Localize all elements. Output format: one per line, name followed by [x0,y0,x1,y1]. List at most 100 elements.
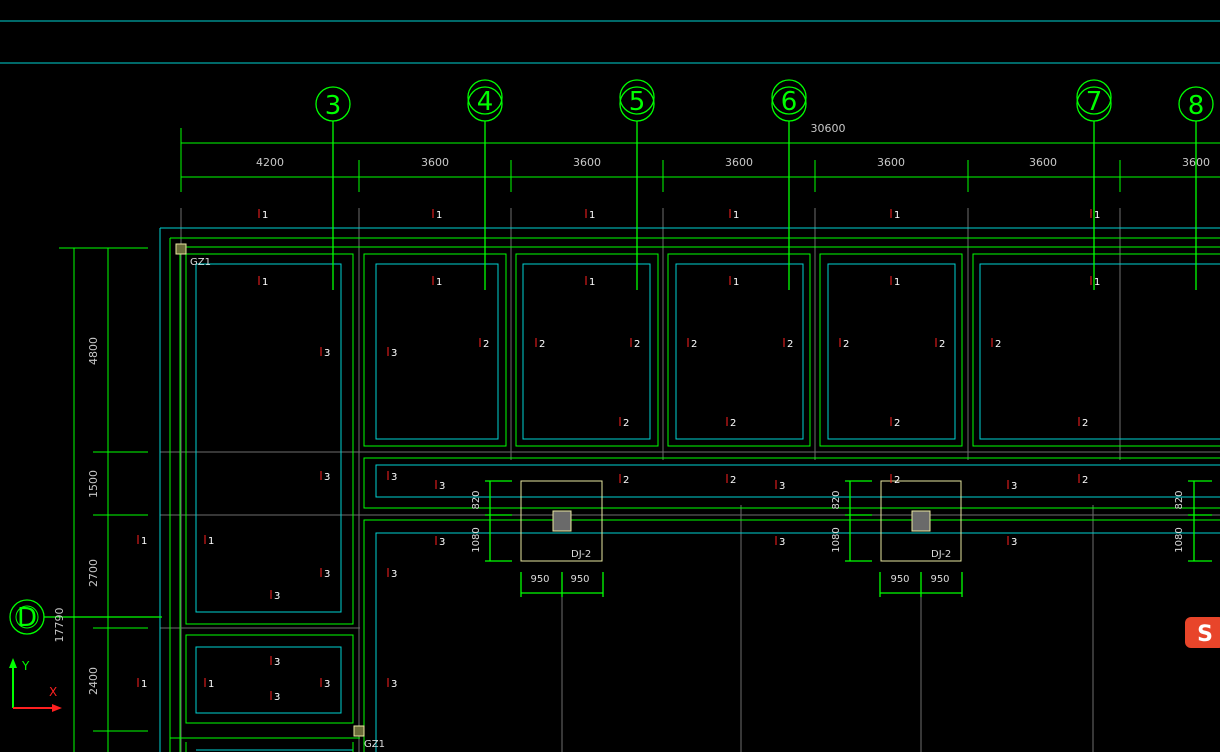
section-marker-number: 3 [324,569,330,580]
dimension-total: 30600 [811,122,846,135]
section-marker: 2 [479,338,489,350]
column-label: GZ1 [364,739,385,750]
section-marker: 1 [258,276,268,288]
section-marker-number: 3 [324,472,330,483]
column-gz1 [175,243,187,255]
section-marker-number: 1 [436,210,442,221]
section-marker: 1 [890,276,900,288]
axis-bubble-7: 7 [1076,79,1112,290]
axis-bubble-3: 3 [315,86,351,290]
dimension-span: 3600 [877,156,905,169]
section-marker: 3 [387,471,397,483]
foundation-dimension-lines [485,480,1212,597]
section-marker: 1 [729,209,739,221]
sogou-ime-logo-icon[interactable]: S [1185,617,1220,648]
foundation-dimension-labels: 820 1080 820 1080 820 1080 950 950 950 9… [471,490,1185,585]
logo-letter: S [1197,622,1213,647]
section-marker-number: 3 [779,537,785,548]
foundation-dj2-left: DJ-2 [520,480,603,562]
section-marker-number: 2 [730,418,736,429]
section-marker-number: 2 [623,418,629,429]
section-marker: 2 [619,474,629,486]
section-marker-number: 2 [939,339,945,350]
axis-bubble-d: D [9,599,162,635]
dimension-span: 2400 [87,667,100,695]
section-marker-number: 3 [1011,537,1017,548]
dimension-label: 820 [471,490,482,509]
grid-lines [160,208,1220,752]
column-markers: GZ1 GZ1 [175,243,385,750]
axis-bubble-8: 8 [1178,86,1214,290]
section-marker-number: 3 [391,569,397,580]
dimension-span: 3600 [1029,156,1057,169]
section-marker-number: 2 [623,475,629,486]
section-marker: 3 [435,536,445,548]
section-marker-number: 3 [391,348,397,359]
section-marker-number: 2 [1082,418,1088,429]
section-marker: 2 [890,417,900,429]
section-marker: 2 [630,338,640,350]
section-marker-number: 2 [730,475,736,486]
section-marker-number: 2 [995,339,1001,350]
drawing-frame-top [0,20,1220,64]
section-marker: 3 [1007,480,1017,492]
section-marker-number: 1 [589,277,595,288]
dimension-label: 820 [1174,490,1185,509]
section-marker-number: 1 [589,210,595,221]
section-marker: 3 [320,568,330,580]
axis-bubble-4: 4 [467,79,503,290]
section-marker-number: 2 [787,339,793,350]
section-marker: 3 [270,590,280,602]
section-marker-number: 3 [324,348,330,359]
dimension-label: 950 [930,574,949,585]
section-marker-number: 1 [208,536,214,547]
axis-label: 3 [325,91,342,121]
section-marker: 1 [204,535,214,547]
section-marker: 3 [387,568,397,580]
dimension-label: 950 [570,574,589,585]
section-marker-number: 2 [634,339,640,350]
section-marker-number: 3 [391,472,397,483]
vertical-dimension-labels: 4800 1500 2700 2400 17790 [53,337,100,695]
section-marker-number: 1 [262,277,268,288]
section-marker: 2 [1078,417,1088,429]
section-marker-number: 1 [262,210,268,221]
section-marker: 2 [726,417,736,429]
section-marker: 2 [619,417,629,429]
foundation-label: DJ-2 [931,549,951,560]
axis-bubbles: 3 4 5 6 7 8 [9,79,1214,635]
section-marker-number: 2 [894,418,900,429]
section-marker: 1 [890,209,900,221]
section-marker-number: 1 [141,679,147,690]
section-marker-number: 3 [439,537,445,548]
section-marker-number: 2 [691,339,697,350]
horizontal-dimension-chain [180,128,1220,192]
section-marker: 2 [839,338,849,350]
axis-label: 7 [1086,87,1103,117]
ucs-y-label: Y [21,659,30,673]
dimension-label: 1080 [831,527,842,552]
dimension-label: 950 [530,574,549,585]
column-gz1 [353,725,365,737]
section-marker: 1 [1090,209,1100,221]
section-marker-number: 3 [324,679,330,690]
section-marker: 1 [137,535,147,547]
section-marker: 2 [991,338,1001,350]
section-marker-number: 3 [1011,481,1017,492]
section-marker: 1 [432,209,442,221]
foundation-dj2-right: DJ-2 [880,480,962,562]
dimension-span: 4200 [256,156,284,169]
section-marker-number: 2 [894,475,900,486]
section-marker: 3 [435,480,445,492]
column-label: GZ1 [190,257,211,268]
beam-bands [363,457,1220,752]
section-marker: 1 [258,209,268,221]
section-marker-number: 3 [274,692,280,703]
section-marker: 3 [320,471,330,483]
section-marker: 2 [935,338,945,350]
section-marker-number: 1 [436,277,442,288]
dimension-label: 1080 [1174,527,1185,552]
axis-bubble-5: 5 [619,79,655,290]
